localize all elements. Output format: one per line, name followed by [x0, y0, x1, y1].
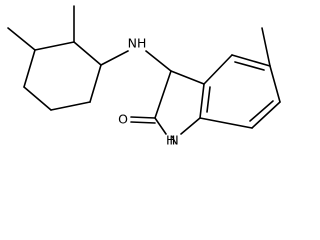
bond-c3-c4	[23, 49, 36, 88]
bond-c2-o-double-b	[130, 121, 156, 124]
cyclohexane-ring	[7, 5, 102, 111]
bond-c1-nh	[100, 50, 129, 66]
bond-c4-c5	[23, 86, 52, 111]
bond-c1-c2	[73, 41, 102, 66]
bond-c4-c5	[231, 54, 271, 67]
amine-nh-label: NH	[128, 36, 147, 51]
bond-c6-c1	[89, 64, 102, 103]
bond-c7a-n1	[180, 117, 201, 135]
ring-nitrogen-h-label: H	[166, 133, 175, 148]
bond-c3-c3a	[170, 70, 205, 85]
bond-c2-c3	[154, 70, 172, 119]
amine-linker: NH	[100, 36, 172, 72]
bond-c3a-c7a-inner	[206, 86, 211, 113]
bond-c5-methyl	[261, 27, 271, 67]
bond-c5-c6	[269, 65, 281, 103]
bond-c7-c7a	[199, 117, 253, 129]
bond-c4-c5-inner	[234, 61, 265, 71]
benzene-ring	[199, 27, 281, 129]
oxygen-label: O	[118, 112, 128, 127]
bond-c3a-c7a	[199, 83, 205, 119]
bond-c3a-c4	[203, 54, 233, 85]
chemical-structure-diagram: NH O N H	[7, 5, 281, 148]
bond-c2-o-double-a	[130, 116, 156, 119]
bond-n1-c2	[154, 117, 167, 135]
bond-c2-c3	[34, 41, 75, 51]
bond-c6-c7-inner	[249, 100, 274, 122]
bond-c5-c6	[50, 101, 91, 111]
lactam-ring: O N H	[118, 70, 205, 148]
bond-c6-c7	[251, 101, 281, 129]
bond-c3-methyl	[7, 27, 36, 51]
ring-nitrogen-label: N	[169, 133, 178, 148]
bond-nh-c3	[145, 50, 172, 72]
